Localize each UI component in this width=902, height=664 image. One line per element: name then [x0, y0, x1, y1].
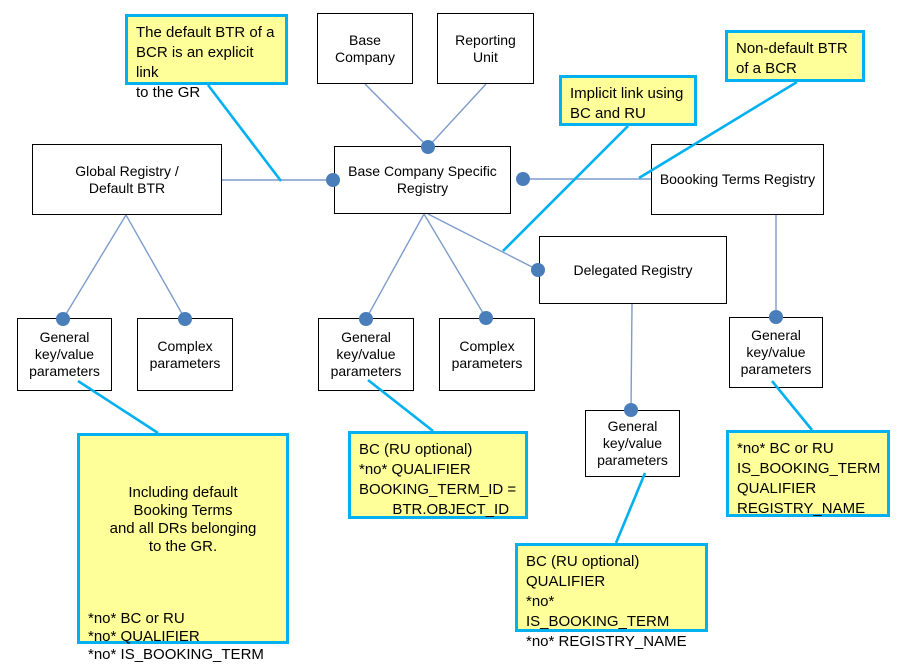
box-btr-general-params: General key/value parameters — [729, 317, 823, 388]
note-btr-params: *no* BC or RU IS_BOOKING_TERM QUALIFIER … — [726, 430, 890, 517]
connector-gr-to-complex-params — [125, 214, 186, 320]
box-base-company: Base Company — [317, 13, 413, 84]
note-gr-params-left-text: *no* BC or RU *no* QUALIFIER *no* IS_BOO… — [88, 610, 264, 663]
note-implicit-link: Implicit link using BC and RU — [559, 75, 697, 126]
connector-bcsr-to-delegated-registry — [427, 213, 539, 271]
note-non-default-btr: Non-default BTR of a BCR — [725, 30, 865, 82]
connector-delegated-to-general-params — [630, 303, 633, 411]
note-bcr-params: BC (RU optional) *no* QUALIFIER BOOKING_… — [348, 431, 528, 519]
note-gr-params: Including default Booking Terms and all … — [77, 433, 289, 663]
box-base-company-specific-registry: Base Company Specific Registry — [334, 146, 511, 214]
box-gr-complex-params: Complex parameters — [137, 318, 233, 391]
box-gr-general-params: General key/value parameters — [17, 318, 112, 391]
note-dr-params: BC (RU optional) QUALIFIER *no* IS_BOOKI… — [515, 543, 708, 650]
box-bcr-complex-params: Complex parameters — [439, 318, 535, 391]
connector-bcsr-to-general-params — [365, 213, 425, 320]
box-reporting-unit: Reporting Unit — [437, 13, 534, 84]
box-dr-general-params: General key/value parameters — [585, 410, 680, 477]
box-delegated-registry: Delegated Registry — [539, 236, 727, 304]
connector-bcsr-to-complex-params — [423, 213, 487, 319]
connector-base-company-to-bcsr — [364, 83, 429, 148]
note-default-btr: The default BTR of a BCR is an explicit … — [125, 14, 288, 101]
box-booking-terms-registry: Boooking Terms Registry — [651, 144, 824, 215]
note-gr-params-centered-text: Including default Booking Terms and all … — [109, 484, 257, 555]
connector-gr-to-general-params — [62, 214, 127, 320]
box-global-registry: Global Registry / Default BTR — [32, 144, 222, 215]
connector-reporting-unit-to-bcsr — [427, 83, 487, 148]
box-bcr-general-params: General key/value parameters — [318, 318, 414, 391]
